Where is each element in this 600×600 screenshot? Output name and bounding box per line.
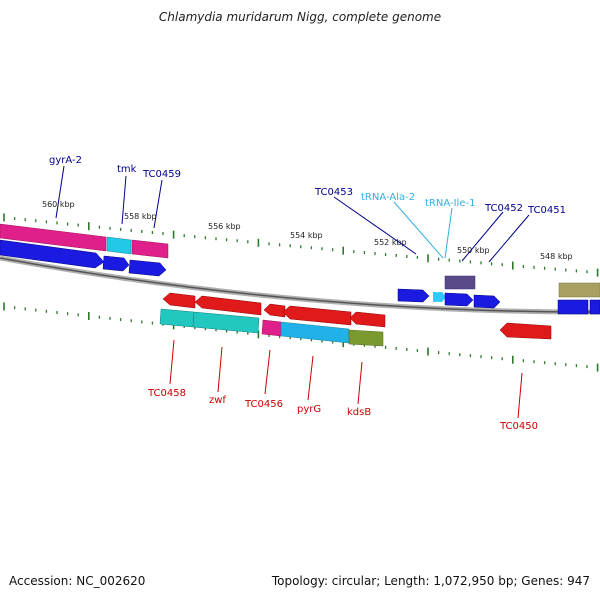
genome-backbone-core	[0, 257, 600, 313]
reverse-genes	[162, 292, 552, 340]
cds-track-upper	[0, 223, 169, 259]
TC0451-cds[interactable]	[558, 282, 600, 298]
position-label-552: 552 kbp	[374, 238, 407, 247]
accession-label: Accession: NC_002620	[9, 574, 146, 588]
gene-label-TC0452[interactable]: TC0452	[484, 203, 523, 214]
gene-label-TC0459[interactable]: TC0459	[142, 169, 181, 180]
reverse-gene-labels: TC0458 zwf TC0456 pyrG kdsB TC0450	[147, 388, 538, 432]
pyrG-cds[interactable]	[280, 321, 350, 344]
gene-label-TC0450[interactable]: TC0450	[499, 421, 538, 432]
gene-label-TC0456[interactable]: TC0456	[244, 399, 283, 410]
TC0456-gene[interactable]	[263, 303, 286, 318]
position-label-550: 550 kbp	[457, 246, 490, 255]
kdsB-gene[interactable]	[349, 311, 386, 328]
gene-label-gyrA-2[interactable]: gyrA-2	[49, 155, 82, 166]
gene-label-pyrG[interactable]: pyrG	[297, 404, 321, 415]
TC0459-gene[interactable]	[128, 259, 167, 277]
gene-label-tmk[interactable]: tmk	[117, 164, 137, 175]
position-label-554: 554 kbp	[290, 231, 323, 240]
TC0452-cds[interactable]	[444, 275, 476, 290]
TC0458-gene[interactable]	[162, 292, 196, 309]
TC0459-cds[interactable]	[131, 239, 169, 259]
TC0458-cds[interactable]	[159, 308, 195, 328]
gene-label-tRNA-Ile-1[interactable]: tRNA-Ile-1	[425, 198, 475, 209]
gene-label-kdsB[interactable]: kdsB	[347, 407, 371, 418]
gene-label-tRNA-Ala-2[interactable]: tRNA-Ala-2	[361, 192, 415, 203]
reverse-leader-lines	[169, 339, 523, 419]
gene-label-zwf[interactable]: zwf	[209, 395, 226, 406]
genome-summary-label: Topology: circular; Length: 1,072,950 bp…	[271, 574, 590, 588]
position-ticks-outer	[3, 213, 599, 277]
zwf-gene[interactable]	[194, 295, 262, 316]
gene-label-TC0458[interactable]: TC0458	[147, 388, 186, 399]
next-forward-gene-a[interactable]	[557, 299, 589, 315]
forward-leader-lines	[55, 165, 530, 263]
forward-genes	[0, 239, 600, 315]
tmk-cds[interactable]	[106, 236, 132, 255]
cds-track-lower	[159, 308, 384, 347]
gene-label-TC0453[interactable]: TC0453	[314, 187, 353, 198]
zwf-cds[interactable]	[192, 311, 260, 334]
forward-gene-labels: gyrA-2 tmk TC0459 TC0453 tRNA-Ala-2 tRNA…	[49, 155, 566, 216]
kdsB-cds[interactable]	[348, 329, 384, 347]
position-label-558: 558 kbp	[124, 212, 157, 221]
gene-label-TC0451[interactable]: TC0451	[527, 205, 566, 216]
gyrA-2-gene[interactable]	[0, 239, 105, 269]
TC0453-gene[interactable]	[397, 288, 430, 303]
tRNA-Ile-1-gene[interactable]	[438, 292, 446, 302]
position-label-548: 548 kbp	[540, 252, 573, 261]
map-title: Chlamydia muridarum Nigg, complete genom…	[158, 10, 442, 24]
TC0456-cds[interactable]	[261, 319, 282, 337]
TC0450-gene[interactable]	[499, 322, 552, 340]
tmk-gene[interactable]	[102, 255, 130, 272]
TC0452-gene[interactable]	[444, 292, 474, 307]
next-forward-gene-b[interactable]	[589, 299, 600, 315]
TC0451-gene[interactable]	[473, 294, 501, 309]
position-label-556: 556 kbp	[208, 222, 241, 231]
pyrG-gene[interactable]	[282, 305, 352, 326]
gyrA-2-cds[interactable]	[0, 223, 107, 252]
